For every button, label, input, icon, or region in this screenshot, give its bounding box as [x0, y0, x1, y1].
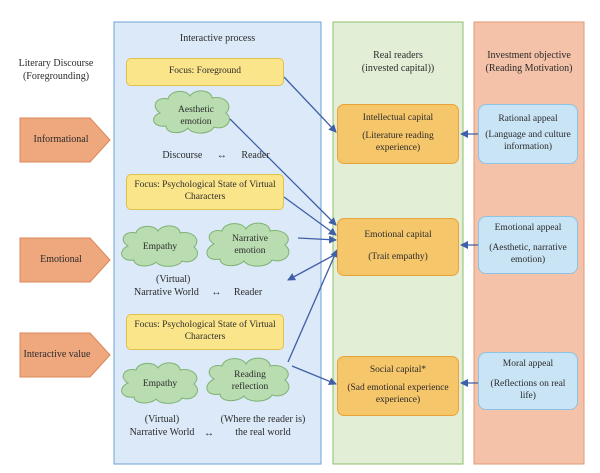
social-capital-detail: (Sad emotional experience experience): [347, 383, 449, 405]
cloud-empathy-2: [121, 362, 198, 404]
cloud-empathy-1: [121, 225, 198, 267]
virtual-world-row-1: (Virtual) Narrative World ↔ Reader: [126, 274, 316, 299]
discourse-label: Discourse: [162, 150, 203, 161]
narrative-world-label-1: Narrative World: [134, 286, 199, 298]
connector-focus2-emotional: [283, 196, 337, 236]
cloud-reading-label: Reading reflection: [231, 370, 269, 392]
social-capital-title: Social capital*: [369, 365, 427, 376]
label-interactive-value: Interactive value: [23, 348, 91, 360]
emotional-appeal-detail: (Aesthetic, narrative emotion): [489, 243, 567, 265]
interactive-process-title: Interactive process: [179, 33, 256, 44]
where-reader-label: (Where the reader is): [220, 414, 306, 425]
rational-appeal-title: Rational appeal: [498, 114, 558, 125]
emotional-capital-detail: (Trait empathy): [368, 252, 428, 262]
connector-reading-social: [291, 365, 337, 386]
reader-label-1: Reader: [241, 150, 270, 161]
focus-psych-box-1: Focus: Psychological State of Virtual Ch…: [126, 174, 284, 210]
label-informational: Informational: [33, 133, 89, 145]
reader-label-2: Reader: [233, 286, 263, 298]
arrow-shape-emotional: [19, 237, 111, 283]
emotional-capital-title: Emotional capital: [364, 230, 432, 241]
narrative-world-label-2: Narrative World: [129, 426, 195, 438]
focus-psych-box-2: Focus: Psychological State of Virtual Ch…: [126, 314, 284, 350]
moral-appeal-title: Moral appeal: [502, 359, 554, 370]
social-capital-box: Social capital* (Sad emotional experienc…: [337, 356, 459, 416]
real-readers-line2: (invested capital)): [361, 62, 435, 74]
bidirectional-arrow-2: ↔: [211, 286, 222, 298]
real-readers-line1: Real readers: [373, 50, 423, 61]
virtual-label-2: (Virtual): [144, 414, 180, 425]
moral-appeal-detail: (Reflections on real life): [490, 379, 566, 401]
real-world-label: the real world: [235, 426, 291, 438]
cloud-narrative-label: Narrative emotion: [232, 234, 268, 256]
rational-appeal-box: Rational appeal (Language and culture in…: [478, 104, 578, 164]
intellectual-capital-title: Intellectual capital: [362, 113, 434, 124]
label-emotional: Emotional: [40, 253, 82, 265]
cloud-narrative-emotion: [206, 222, 290, 267]
connector-aesthetic-emotional: [229, 118, 337, 226]
investment-line1: Investment objective: [487, 50, 571, 61]
real-readers-title: Real readers (invested capital)): [333, 50, 463, 75]
bidirectional-arrow-1: ↔: [216, 150, 227, 161]
literary-discourse-title: Literary Discourse (Foregrounding): [4, 58, 108, 83]
cloud-aesthetic-label: Aesthetic emotion: [178, 105, 214, 127]
investment-line2: (Reading Motivation): [485, 62, 573, 74]
connector-emotional-narrative: [287, 253, 337, 281]
connector-narrative-emotional: [297, 235, 337, 244]
cloud-reading-reflection: [206, 357, 290, 402]
literary-discourse-line2: (Foregrounding): [22, 70, 90, 82]
cloud-aesthetic-emotion: [153, 90, 230, 134]
focus-foreground-box: Focus: Foreground: [126, 58, 284, 86]
cloud-empathy-label-1: Empathy: [142, 242, 178, 252]
real-world-block: (Where the reader is) the real world: [218, 414, 308, 439]
cloud-empathy-label-2: Empathy: [142, 379, 178, 389]
virtual-world-row-2: (Virtual) Narrative World: [126, 414, 198, 439]
connector-focus1-intellectual: [283, 76, 337, 133]
emotional-appeal-box: Emotional appeal (Aesthetic, narrative e…: [478, 216, 578, 274]
narrative-world-line-1: Narrative World ↔ Reader: [126, 287, 316, 300]
arrow-shape-informational: [19, 117, 111, 163]
emotional-appeal-title: Emotional appeal: [494, 223, 562, 234]
investment-title: Investment objective (Reading Motivation…: [474, 50, 584, 75]
literary-discourse-line1: Literary Discourse: [18, 58, 94, 69]
intellectual-capital-box: Intellectual capital (Literature reading…: [337, 104, 459, 164]
arrow-shape-interactive-value: [19, 332, 111, 378]
virtual-label-1: (Virtual): [156, 274, 191, 285]
bidirectional-arrow-3: ↔: [204, 428, 214, 439]
connector-reading-emotional: [287, 249, 338, 363]
rational-appeal-detail: (Language and culture information): [485, 130, 571, 152]
moral-appeal-box: Moral appeal (Reflections on real life): [478, 352, 578, 410]
emotional-capital-box: Emotional capital (Trait empathy): [337, 218, 459, 276]
intellectual-capital-detail: (Literature reading experience): [362, 131, 434, 153]
discourse-reader-row: Discourse ↔ Reader: [126, 150, 306, 163]
